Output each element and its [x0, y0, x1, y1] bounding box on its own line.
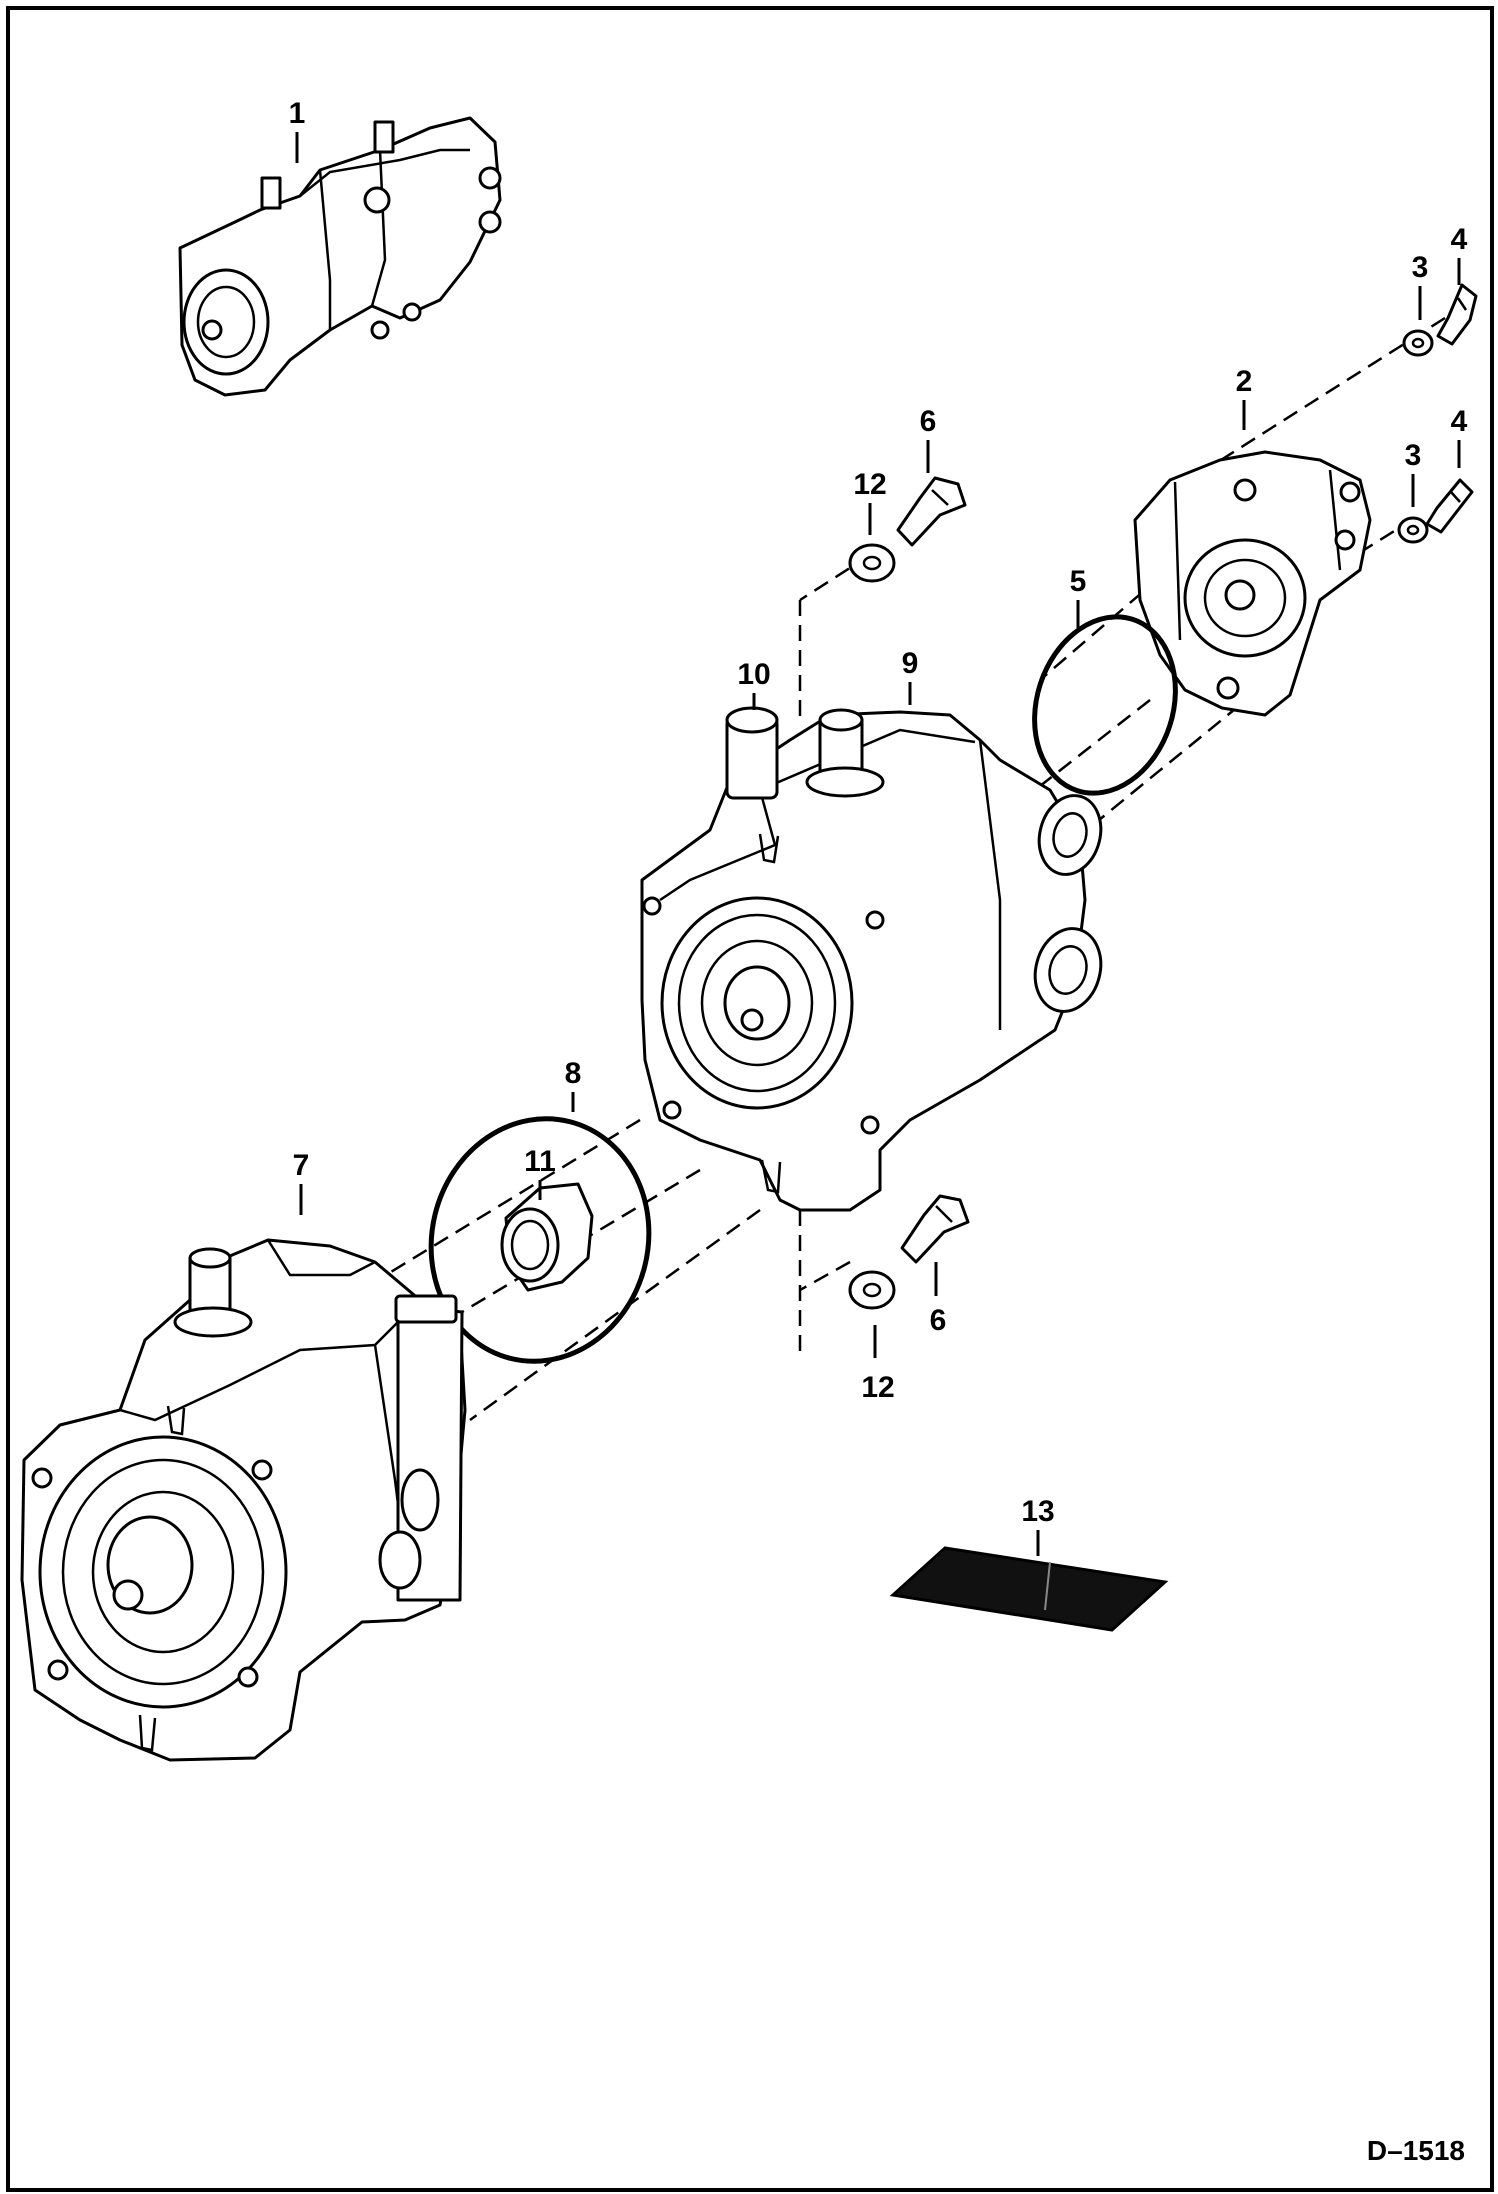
o-ring-icon: [1032, 614, 1178, 796]
callout-1: 1: [289, 97, 306, 130]
rear-pump-icon: [20, 1238, 467, 1762]
callouts: 1 2 3 3 4 4 5 6 6 7 8 9 10 11 12 12 13: [289, 97, 1468, 1528]
callout-6a: 6: [920, 405, 937, 438]
washer-icon: [1397, 516, 1429, 544]
callout-7: 7: [293, 1149, 310, 1182]
callout-8: 8: [565, 1057, 582, 1090]
bolt-icon: [1436, 283, 1478, 346]
seal-kit-icon: [889, 1546, 1169, 1632]
gear-pump-icon: [1133, 450, 1372, 717]
callout-12a: 12: [853, 468, 886, 501]
callout-10: 10: [737, 658, 770, 691]
leader-lines: [295, 132, 1461, 1556]
callout-3b: 3: [1405, 439, 1422, 472]
bolt-icon: [900, 1194, 970, 1264]
pump-assembly-icon: [178, 116, 502, 397]
bolt-icon: [1425, 478, 1474, 534]
callout-12b: 12: [861, 1371, 894, 1404]
callout-11: 11: [524, 1145, 556, 1178]
callout-4a: 4: [1451, 223, 1468, 256]
washer-icon: [848, 543, 896, 583]
callout-5: 5: [1070, 565, 1087, 598]
callout-9: 9: [902, 647, 919, 680]
o-ring-icon: [428, 1116, 652, 1364]
callout-2: 2: [1236, 365, 1253, 398]
callout-13: 13: [1021, 1495, 1054, 1528]
callout-6b: 6: [930, 1304, 947, 1337]
washer-icon: [1402, 329, 1434, 357]
callout-3a: 3: [1412, 251, 1429, 284]
main-pump-icon: [640, 706, 1103, 1212]
callout-4b: 4: [1451, 405, 1468, 438]
washer-icon: [848, 1270, 896, 1310]
diagram-frame: [6, 6, 1494, 2192]
figure-reference: D–1518: [1367, 2135, 1465, 2166]
bolt-icon: [896, 476, 967, 547]
coupler-icon: [500, 1182, 594, 1292]
